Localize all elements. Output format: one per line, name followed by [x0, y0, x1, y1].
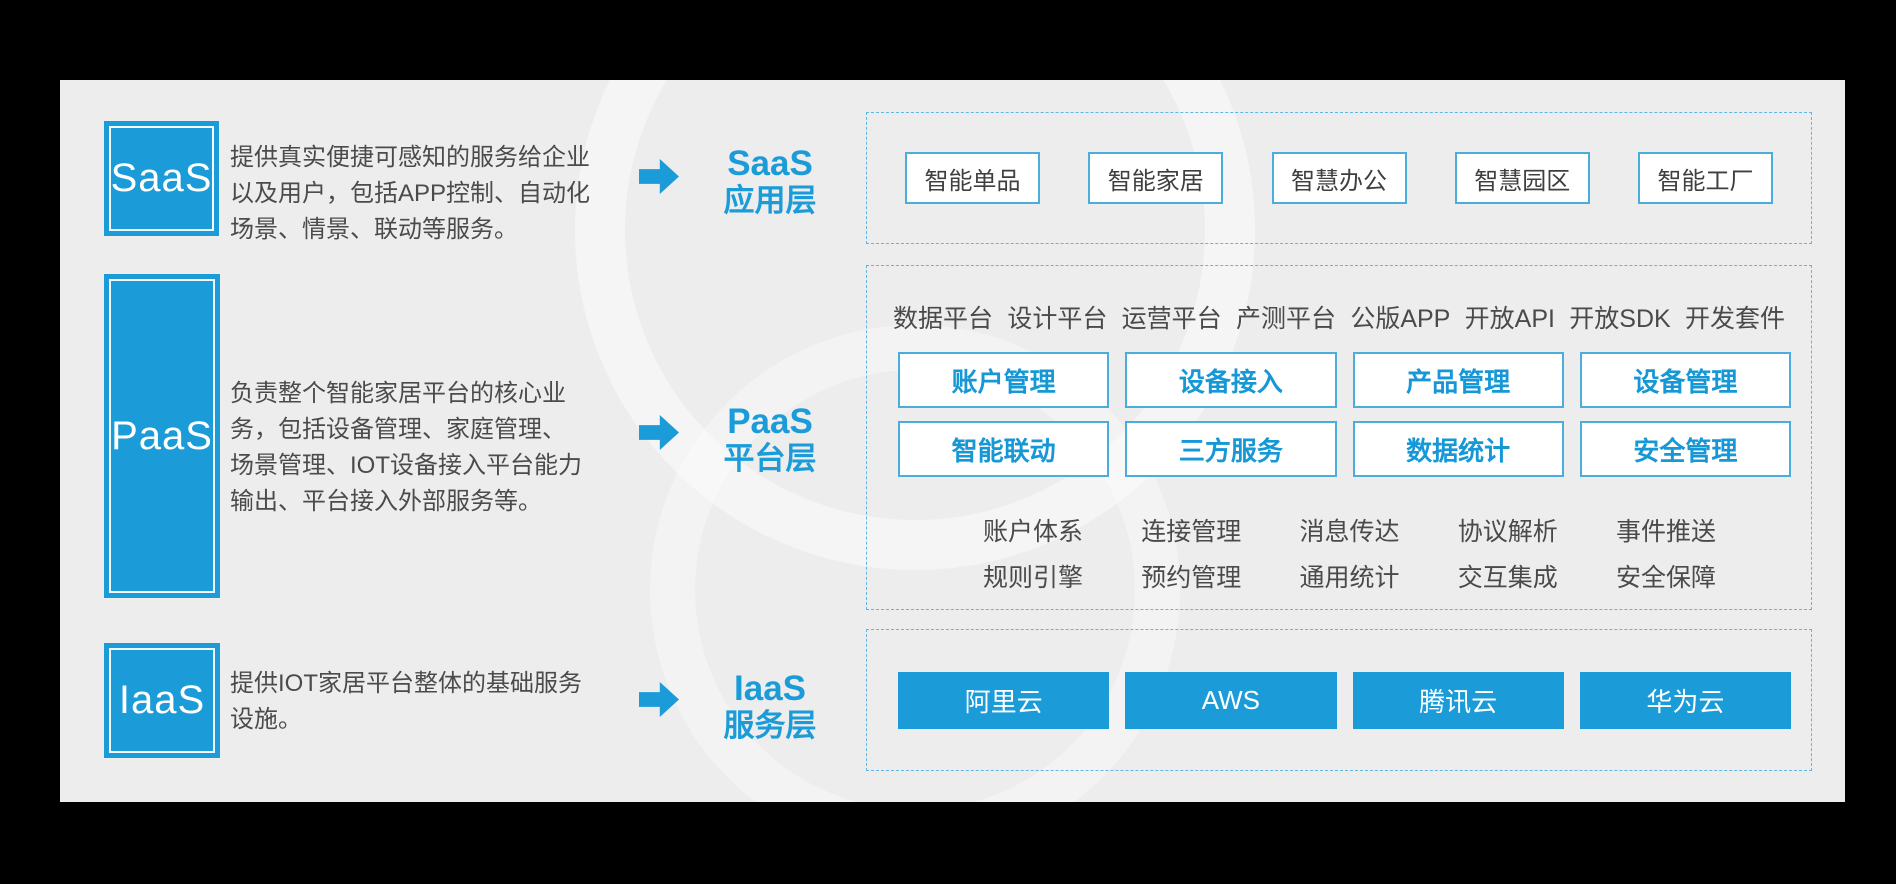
iaas-layer-label-zh: 服务层 [723, 708, 817, 744]
module-box-account-management: 账户管理 [898, 352, 1110, 408]
module-box-product-management: 产品管理 [1352, 352, 1564, 408]
paas-layer-label-en: PaaS [727, 402, 813, 441]
app-box-smart-factory: 智能工厂 [1638, 152, 1773, 204]
iaas-description-line: 提供IOT家居平台整体的基础服务 [230, 670, 582, 697]
module-box-third-party-service: 三方服务 [1125, 421, 1337, 477]
capability-item: 通用统计 [1299, 564, 1400, 592]
diagram-panel: SaaS 提供真实便捷可感知的服务给企业 以及用户，包括APP控制、自动化 场景… [60, 80, 1845, 802]
app-box-smart-office: 智慧办公 [1271, 152, 1407, 204]
paas-description-line: 负责整个智能家居平台的核心业 [230, 380, 566, 407]
capability-item: 消息传达 [1299, 518, 1400, 546]
module-row-1: 账户管理 设备接入 产品管理 设备管理 [867, 352, 1811, 408]
paas-layer-label: PaaS 平台层 [685, 402, 855, 477]
paas-platform-layer-container: 数据平台 设计平台 运营平台 产测平台 公版APP 开放API 开放SDK 开发… [866, 265, 1812, 610]
saas-layer-label-zh: 应用层 [723, 183, 817, 219]
saas-layer-label: SaaS 应用层 [685, 144, 855, 219]
capability-item: 规则引擎 [983, 564, 1084, 592]
capability-row-1: 账户体系 连接管理 消息传达 协议解析 事件推送 [867, 517, 1811, 548]
platform-name-row: 数据平台 设计平台 运营平台 产测平台 公版APP 开放API 开放SDK 开发… [867, 304, 1811, 335]
paas-description: 负责整个智能家居平台的核心业 务，包括设备管理、家庭管理、 场景管理、IOT设备… [230, 376, 582, 520]
capability-item: 协议解析 [1457, 518, 1558, 546]
paas-description-line: 场景管理、IOT设备接入平台能力 [230, 452, 582, 479]
platform-item: 设计平台 [1007, 305, 1108, 333]
module-box-device-access: 设备接入 [1125, 352, 1337, 408]
saas-application-layer-container: 智能单品 智能家居 智慧办公 智慧园区 智能工厂 [866, 112, 1812, 244]
paas-badge: PaaS [104, 274, 220, 598]
cloud-box-aliyun: 阿里云 [898, 671, 1110, 729]
module-row-2: 智能联动 三方服务 数据统计 安全管理 [867, 421, 1811, 477]
cloud-box-huawei-cloud: 华为云 [1579, 671, 1791, 729]
paas-layer-label-zh: 平台层 [723, 441, 817, 477]
iaas-service-layer-container: 阿里云 AWS 腾讯云 华为云 [866, 629, 1812, 771]
platform-item: 产测平台 [1235, 305, 1336, 333]
platform-item: 数据平台 [893, 305, 994, 333]
iaas-description: 提供IOT家居平台整体的基础服务 设施。 [230, 666, 582, 738]
cloud-box-aws: AWS [1125, 671, 1337, 729]
platform-item: 开放SDK [1569, 305, 1671, 333]
saas-badge: SaaS [104, 121, 219, 236]
capability-item: 安全保障 [1615, 564, 1716, 592]
paas-description-line: 务，包括设备管理、家庭管理、 [230, 416, 566, 443]
app-box-smart-park: 智慧园区 [1454, 152, 1590, 204]
platform-item: 运营平台 [1121, 305, 1222, 333]
saas-layer-label-en: SaaS [727, 144, 813, 183]
module-box-security-management: 安全管理 [1579, 421, 1791, 477]
cloud-box-tencent-cloud: 腾讯云 [1352, 671, 1564, 729]
capability-row-2: 规则引擎 预约管理 通用统计 交互集成 安全保障 [867, 563, 1811, 594]
capability-item: 预约管理 [1141, 564, 1242, 592]
iaas-layer-label-en: IaaS [734, 669, 806, 708]
capability-item: 连接管理 [1141, 518, 1242, 546]
iaas-description-line: 设施。 [230, 706, 302, 733]
saas-description-line: 以及用户，包括APP控制、自动化 [230, 180, 591, 207]
paas-description-line: 输出、平台接入外部服务等。 [230, 488, 542, 515]
right-arrow-icon [639, 159, 679, 194]
iaas-layer-label: IaaS 服务层 [685, 669, 855, 744]
capability-item: 事件推送 [1615, 518, 1716, 546]
module-box-smart-linkage: 智能联动 [898, 421, 1110, 477]
iaas-badge: IaaS [104, 643, 220, 758]
platform-item: 开放API [1464, 305, 1555, 333]
right-arrow-icon [639, 415, 679, 450]
module-box-device-management: 设备管理 [1579, 352, 1791, 408]
app-box-smart-home: 智能家居 [1088, 152, 1224, 204]
capability-item: 交互集成 [1457, 564, 1558, 592]
saas-description: 提供真实便捷可感知的服务给企业 以及用户，包括APP控制、自动化 场景、情景、联… [230, 140, 590, 248]
app-box-smart-product: 智能单品 [905, 152, 1040, 204]
platform-item: 开发套件 [1684, 305, 1785, 333]
saas-description-line: 提供真实便捷可感知的服务给企业 [230, 144, 590, 171]
module-box-data-statistics: 数据统计 [1352, 421, 1564, 477]
capability-item: 账户体系 [983, 518, 1084, 546]
saas-description-line: 场景、情景、联动等服务。 [230, 216, 518, 243]
right-arrow-icon [639, 682, 679, 717]
platform-item: 公版APP [1350, 305, 1451, 333]
